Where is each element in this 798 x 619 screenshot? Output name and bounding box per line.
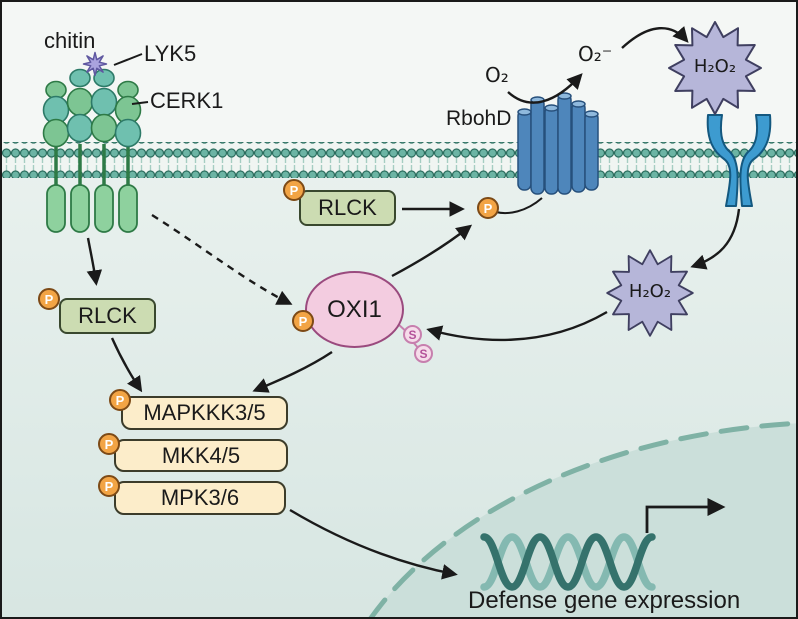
phospho-badge-rbohd: P <box>477 197 499 219</box>
chitin-label: chitin <box>44 28 96 53</box>
arrow-oxi1-to-mapkkk <box>252 351 333 393</box>
arrow-superoxide-to-h2o2 <box>621 26 689 49</box>
lyk5-pointer-line <box>113 53 143 66</box>
dna-helix-icon <box>480 533 656 591</box>
mapkkk-box: MAPKKK3/5 <box>121 396 288 430</box>
rbohd-label: RbohD <box>446 107 512 130</box>
superoxide-label: O₂⁻ <box>578 42 613 66</box>
rbohd-tail <box>495 197 543 215</box>
arrow-o2-to-superoxide <box>507 73 583 104</box>
oxi1-ellipse: OXI1 <box>305 271 404 348</box>
nucleus-envelope <box>368 420 796 617</box>
arrow-mpk-to-dna <box>289 508 458 580</box>
phospho-badge-mpk: P <box>98 475 120 497</box>
chitin-receptor-complex <box>42 68 142 233</box>
phospho-badge-rlck-receptor: P <box>38 288 60 310</box>
cerk1-label: CERK1 <box>150 88 224 113</box>
defense-gene-expression-label: Defense gene expression <box>468 587 741 614</box>
mkk-label: MKK4/5 <box>161 442 241 468</box>
transcription-start-arrow <box>645 497 726 533</box>
phospho-badge-oxi1: P <box>292 310 314 332</box>
phospho-badge-rlck-membrane: P <box>283 179 305 201</box>
sulfide-badge-1: S <box>403 325 422 344</box>
plasma-membrane <box>2 142 796 178</box>
chitin-icon <box>82 51 108 77</box>
mpk-label: MPK3/6 <box>160 485 240 510</box>
rlck-membrane-box: RLCK <box>299 190 396 226</box>
arrow-h2o2-to-oxi1 <box>426 310 608 342</box>
phospho-badge-mkk: P <box>98 433 120 455</box>
cerk1-pointer-line <box>131 101 149 105</box>
rlck-receptor-box: RLCK <box>59 298 156 334</box>
lyk5-label: LYK5 <box>144 41 197 66</box>
arrow-oxi1-to-rbohd-p <box>391 224 473 278</box>
arrow-rlck-to-mapkkk <box>110 337 143 393</box>
mpk-box: MPK3/6 <box>114 481 286 515</box>
h2o2-extracellular-label: H₂O₂ <box>693 56 737 77</box>
arrow-receptor-to-rlck <box>86 237 103 286</box>
sulfide-badge-2: S <box>414 344 433 363</box>
h2o2-channel-icon <box>706 114 772 207</box>
o2-label: O₂ <box>485 63 509 87</box>
h2o2-intracellular-label: H₂O₂ <box>628 281 672 302</box>
arrow-receptor-to-oxi1-dashed <box>151 213 293 305</box>
rlck-receptor-label: RLCK <box>78 303 137 328</box>
mapkkk-label: MAPKKK3/5 <box>143 400 266 425</box>
arrow-channel-to-h2o2 <box>690 208 741 270</box>
oxi1-label: OXI1 <box>327 295 382 323</box>
phospho-badge-mapkkk: P <box>109 389 131 411</box>
mkk-box: MKK4/5 <box>114 439 288 472</box>
rlck-membrane-label: RLCK <box>318 195 377 220</box>
rbohd-channel <box>495 92 599 215</box>
